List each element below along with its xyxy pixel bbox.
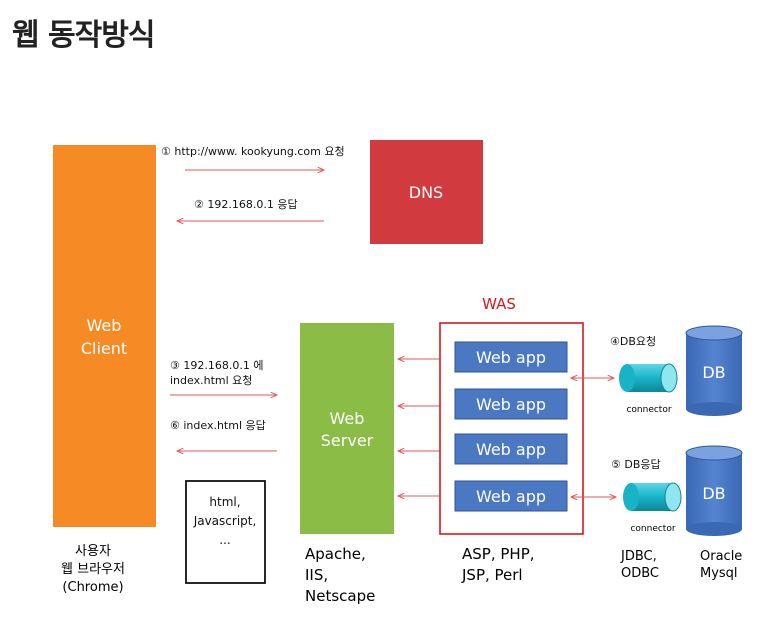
dns-box (370, 140, 483, 244)
page-title: 웹 동작방식 (12, 18, 155, 53)
db-1-icon (685, 325, 743, 416)
step3-label-line2: index.html 요청 (170, 374, 252, 387)
connector-caption-line1: JDBC, (620, 549, 657, 564)
web-server-label-line2: Server (321, 431, 374, 450)
db-2-icon (685, 445, 743, 536)
content-box (185, 480, 266, 584)
step2-label: ② 192.168.0.1 응답 (194, 198, 298, 211)
web-server-box (300, 323, 394, 534)
web-app-box-2 (454, 388, 568, 420)
step3-label-line1: ③ 192.168.0.1 에 (170, 359, 263, 372)
step6-label: ⑥ index.html 응답 (170, 419, 266, 432)
content-box-line2: Javascript, (193, 514, 257, 528)
connector-1-icon (619, 363, 678, 393)
web-app-box-4 (454, 480, 568, 512)
web-client-label-line2: Client (81, 339, 127, 358)
db-caption-line2: Mysql (700, 566, 738, 581)
web-app-box-1 (454, 341, 568, 373)
web-client-label-line1: Web (87, 316, 122, 335)
step5-label: ⑤ DB응답 (611, 458, 661, 471)
client-caption-line3: (Chrome) (62, 580, 123, 595)
step4-label: ④DB요청 (610, 335, 656, 348)
step1-label: ① http://www. kookyung.com 요청 (161, 145, 345, 158)
web-app-box-3 (454, 433, 568, 465)
content-box-line3: ... (219, 533, 230, 547)
content-box-line1: html, (209, 495, 240, 509)
connector-1-label: connector (626, 405, 671, 415)
web-app-label-4: Web app (476, 487, 546, 506)
was-caption-line1: ASP, PHP, (462, 545, 535, 563)
connector-2-icon (623, 482, 682, 512)
web-server-caption-line1: Apache, (305, 545, 366, 563)
web-client-box (53, 145, 156, 527)
client-caption-line2: 웹 브라우저 (61, 562, 125, 577)
web-server-label-line1: Web (330, 409, 365, 428)
web-app-label-2: Web app (476, 395, 546, 414)
dns-label: DNS (409, 183, 443, 202)
db-1-label: DB (702, 363, 725, 382)
web-app-label-3: Web app (476, 440, 546, 459)
connector-caption-line2: ODBC (621, 566, 659, 581)
was-caption-line2: JSP, Perl (461, 566, 523, 584)
was-title: WAS (482, 295, 516, 313)
client-caption-line1: 사용자 (75, 544, 111, 559)
db-2-label: DB (702, 484, 725, 503)
db-caption-line1: Oracle (700, 549, 742, 564)
web-server-caption-line2: IIS, (305, 566, 328, 584)
web-app-label-1: Web app (476, 348, 546, 367)
web-server-caption-line3: Netscape (305, 587, 375, 605)
connector-2-label: connector (630, 524, 675, 534)
